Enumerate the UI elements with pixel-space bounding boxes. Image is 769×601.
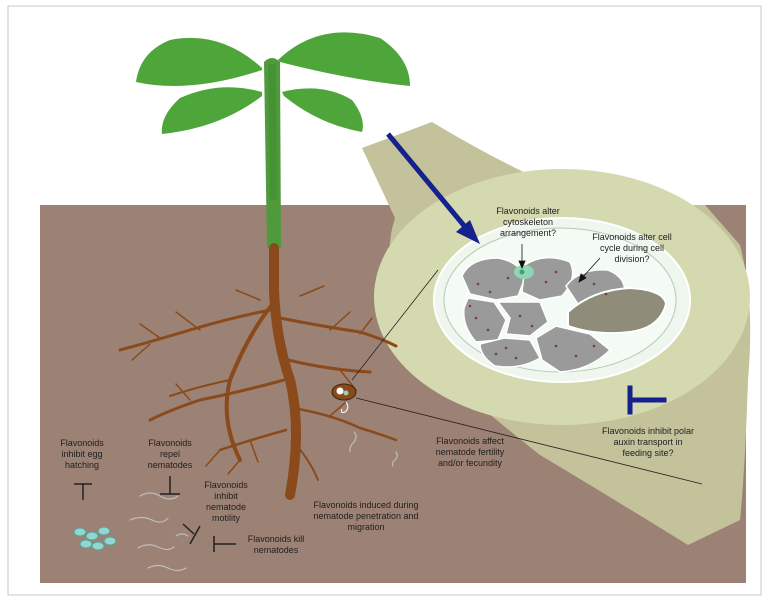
- svg-text:Flavonoids: Flavonoids: [60, 438, 104, 448]
- cell: [462, 258, 525, 300]
- svg-text:Flavonoids kill: Flavonoids kill: [248, 534, 305, 544]
- svg-text:auxin transport in: auxin transport in: [613, 437, 682, 447]
- svg-text:repel: repel: [160, 449, 180, 459]
- svg-text:Flavonoids alter cell: Flavonoids alter cell: [592, 232, 672, 242]
- svg-text:nematode: nematode: [206, 502, 246, 512]
- svg-text:cycle during cell: cycle during cell: [600, 243, 664, 253]
- label-fertility: Flavonoids affect nematode fertility and…: [436, 436, 505, 468]
- svg-text:nematodes: nematodes: [254, 545, 299, 555]
- svg-text:division?: division?: [614, 254, 649, 264]
- label-cytoskeleton: Flavonoids alter cytoskeleton arrangemen…: [496, 206, 560, 238]
- svg-text:nematode penetration and: nematode penetration and: [313, 511, 418, 521]
- svg-text:Flavonoids alter: Flavonoids alter: [496, 206, 560, 216]
- svg-text:Flavonoids: Flavonoids: [148, 438, 192, 448]
- label-egg-hatching: Flavonoids inhibit egg hatching: [60, 438, 104, 470]
- svg-text:motility: motility: [212, 513, 241, 523]
- svg-text:cytoskeleton: cytoskeleton: [503, 217, 553, 227]
- svg-text:nematode fertility: nematode fertility: [436, 447, 505, 457]
- svg-text:and/or fecundity: and/or fecundity: [438, 458, 503, 468]
- svg-text:inhibit: inhibit: [214, 491, 238, 501]
- svg-text:Flavonoids induced during: Flavonoids induced during: [313, 500, 418, 510]
- label-kill: Flavonoids kill nematodes: [248, 534, 305, 555]
- svg-text:Flavonoids affect: Flavonoids affect: [436, 436, 504, 446]
- svg-text:hatching: hatching: [65, 460, 99, 470]
- svg-text:migration: migration: [347, 522, 384, 532]
- svg-text:Flavonoids: Flavonoids: [204, 480, 248, 490]
- svg-text:inhibit egg: inhibit egg: [61, 449, 102, 459]
- svg-text:nematodes: nematodes: [148, 460, 193, 470]
- svg-text:arrangement?: arrangement?: [500, 228, 556, 238]
- svg-text:feeding site?: feeding site?: [622, 448, 673, 458]
- svg-text:Flavonoids inhibit polar: Flavonoids inhibit polar: [602, 426, 694, 436]
